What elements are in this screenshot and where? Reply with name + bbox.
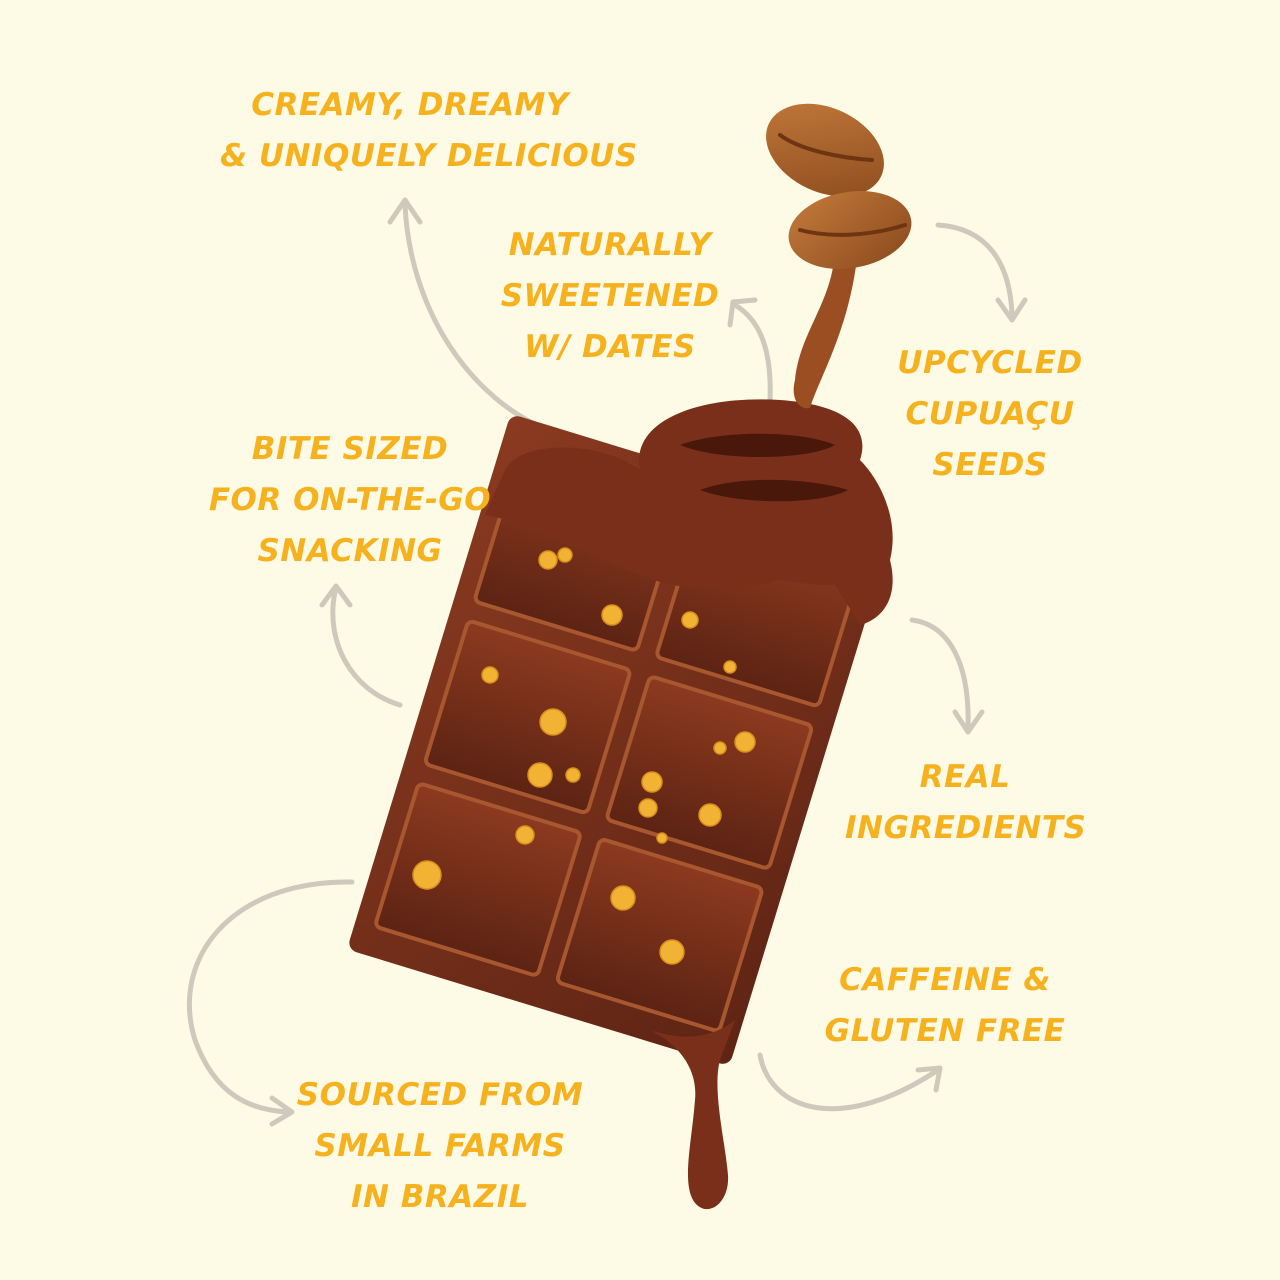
- label-real-ingredients: REAL INGREDIENTS: [845, 752, 1087, 854]
- bean-drip: [793, 245, 858, 409]
- label-upcycled: UPCYCLED CUPUAÇU SEEDS: [890, 338, 1090, 491]
- label-real-line: REAL: [919, 759, 1011, 795]
- label-sweetened-line: W/ DATES: [524, 329, 696, 365]
- label-sourced-line: SMALL FARMS: [314, 1128, 566, 1164]
- label-sweetened-line: SWEETENED: [500, 278, 720, 314]
- curved-arrow-icon: [387, 197, 555, 435]
- label-caffeine-line: CAFFEINE &: [839, 962, 1051, 998]
- label-bite-line: BITE SIZED: [251, 431, 449, 467]
- label-bite-line: SNACKING: [257, 533, 443, 569]
- curved-arrow-icon: [186, 879, 355, 1127]
- label-sweetened-line: NATURALLY: [508, 227, 712, 263]
- label-bite-line: FOR ON-THE-GO: [208, 482, 492, 518]
- label-sweetened: NATURALLY SWEETENED W/ DATES: [495, 220, 725, 373]
- label-creamy-line: & UNIQUELY DELICIOUS: [220, 138, 638, 174]
- label-upcycled-line: CUPUAÇU: [905, 396, 1075, 432]
- label-sourced-line: SOURCED FROM: [296, 1077, 584, 1113]
- label-bite-sized: BITE SIZED FOR ON-THE-GO SNACKING: [200, 424, 500, 577]
- curved-arrow-icon: [757, 1052, 943, 1112]
- cupuacu-bean-icon: [788, 191, 912, 269]
- label-upcycled-line: UPCYCLED: [897, 345, 1083, 381]
- label-caffeine: CAFFEINE & GLUTEN FREE: [820, 955, 1070, 1057]
- label-creamy-line: CREAMY, DREAMY: [251, 87, 569, 123]
- cupuacu-bean-icon: [766, 103, 884, 197]
- curved-arrow-icon: [909, 617, 985, 735]
- curved-arrow-icon: [319, 583, 403, 708]
- arrows: [186, 197, 1028, 1127]
- curved-arrow-icon: [935, 222, 1028, 323]
- melted-chocolate: [485, 399, 893, 1210]
- curved-arrow-icon: [727, 297, 773, 403]
- label-caffeine-line: GLUTEN FREE: [824, 1013, 1066, 1049]
- nut-pieces: [412, 547, 756, 965]
- label-real-line: INGREDIENTS: [845, 810, 1087, 846]
- label-sourced: SOURCED FROM SMALL FARMS IN BRAZIL: [295, 1070, 585, 1223]
- label-upcycled-line: SEEDS: [932, 447, 1048, 483]
- label-creamy: CREAMY, DREAMY & UNIQUELY DELICIOUS: [220, 80, 638, 182]
- label-sourced-line: IN BRAZIL: [350, 1179, 530, 1215]
